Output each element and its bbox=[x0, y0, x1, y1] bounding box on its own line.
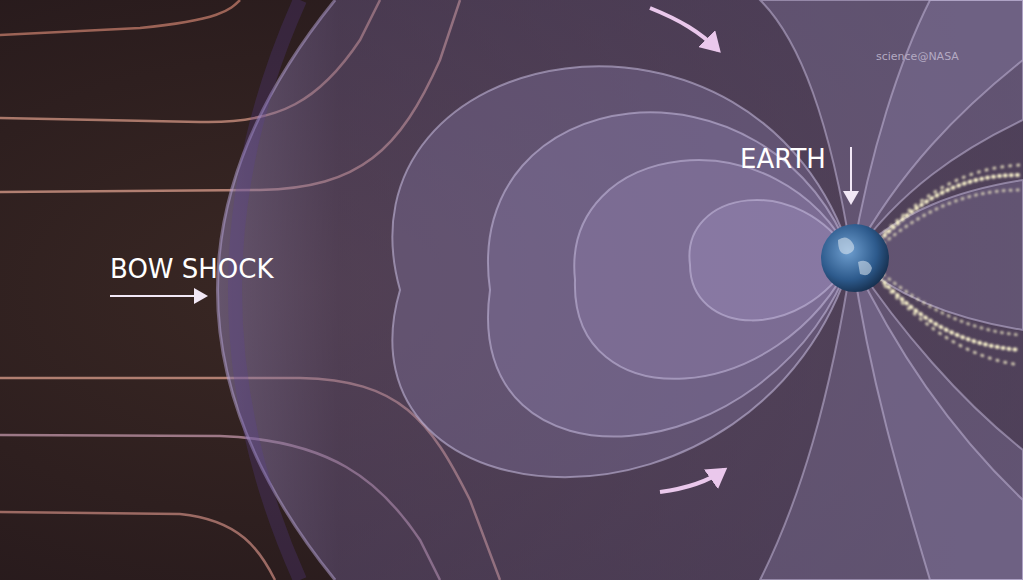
region-label: BOW SHOCK bbox=[110, 254, 274, 284]
planet-label: EARTH bbox=[740, 144, 826, 174]
watermark: science@NASA bbox=[876, 50, 959, 63]
